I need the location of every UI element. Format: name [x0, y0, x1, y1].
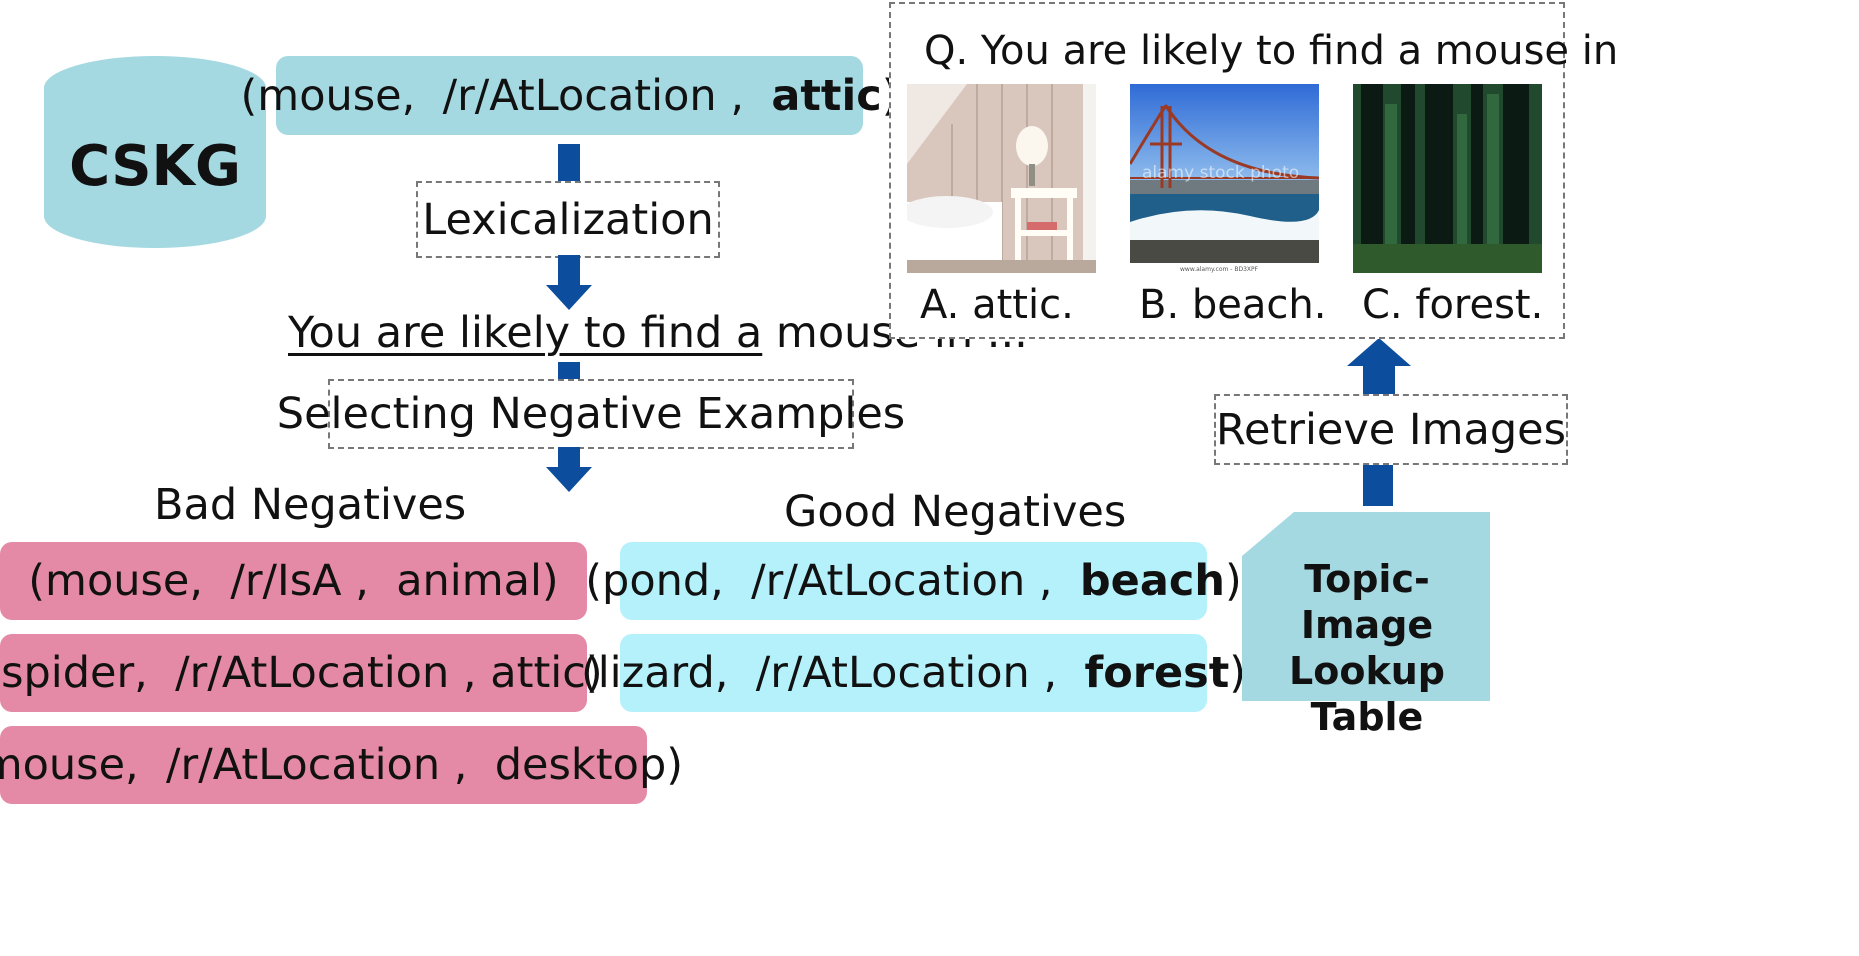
attic-image: [907, 84, 1096, 273]
positive-triple-tail: attic: [771, 70, 882, 121]
lookup-line-3: Table: [1310, 695, 1424, 739]
arrow-from-lookup: [1363, 462, 1393, 506]
beach-watermark: alamy stock photo: [1142, 163, 1299, 183]
positive-triple-open: (mouse, /r/AtLocation ,: [240, 70, 772, 121]
cskg-database-icon: [44, 56, 266, 248]
lexicalization-step: Lexicalization: [416, 181, 720, 258]
selecting-negatives-step: Selecting Negative Examples: [277, 379, 905, 449]
good-negatives-title: Good Negatives: [784, 487, 1127, 537]
lookup-table-shape: [1242, 512, 1490, 701]
good-negative-1: (pond, /r/AtLocation , beach): [585, 542, 1242, 620]
question-text: Q. You are likely to find a mouse in: [924, 28, 1619, 74]
beach-image-credit: www.alamy.com - BD3XPF: [1180, 266, 1259, 273]
arrow-to-lexicalization: [558, 144, 580, 184]
good-negative-2-close: ): [1229, 648, 1247, 698]
option-a: A. attic.: [920, 282, 1074, 328]
option-c: C. forest.: [1362, 282, 1544, 328]
lookup-table-label: Topic-Image Lookup Table: [1242, 556, 1492, 740]
bad-negative-3: (mouse, /r/AtLocation , desktop): [0, 726, 683, 804]
beach-image: alamy stock photo www.alamy.com - BD3XPF: [1130, 84, 1319, 273]
good-negative-2-open: (lizard, /r/AtLocation ,: [580, 648, 1085, 698]
arrow-to-negatives: [546, 447, 592, 492]
bad-negative-2: (spider, /r/AtLocation , attic): [0, 634, 603, 712]
retrieve-images-step: Retrieve Images: [1214, 394, 1568, 465]
good-negative-1-open: (pond, /r/AtLocation ,: [585, 556, 1080, 606]
arrow-to-selecting: [558, 362, 580, 380]
good-negative-1-tail: beach: [1079, 556, 1225, 606]
good-negative-2-tail: forest: [1084, 648, 1230, 698]
lookup-line-1: Topic-Image: [1300, 557, 1434, 647]
good-negative-2: (lizard, /r/AtLocation , forest): [581, 634, 1246, 712]
bad-negative-1: (mouse, /r/IsA , animal): [0, 542, 587, 620]
good-negative-1-close: ): [1224, 556, 1242, 606]
bad-negatives-title: Bad Negatives: [154, 480, 467, 530]
cskg-label: CSKG: [69, 134, 241, 199]
forest-image: [1353, 84, 1542, 273]
arrow-to-sentence: [546, 255, 592, 310]
arrow-to-question: [1347, 338, 1411, 394]
positive-triple: (mouse, /r/AtLocation , attic): [241, 56, 898, 135]
sentence-template: You are likely to find a: [288, 308, 763, 358]
option-b: B. beach.: [1139, 282, 1327, 328]
lookup-line-2: Lookup: [1289, 649, 1445, 693]
